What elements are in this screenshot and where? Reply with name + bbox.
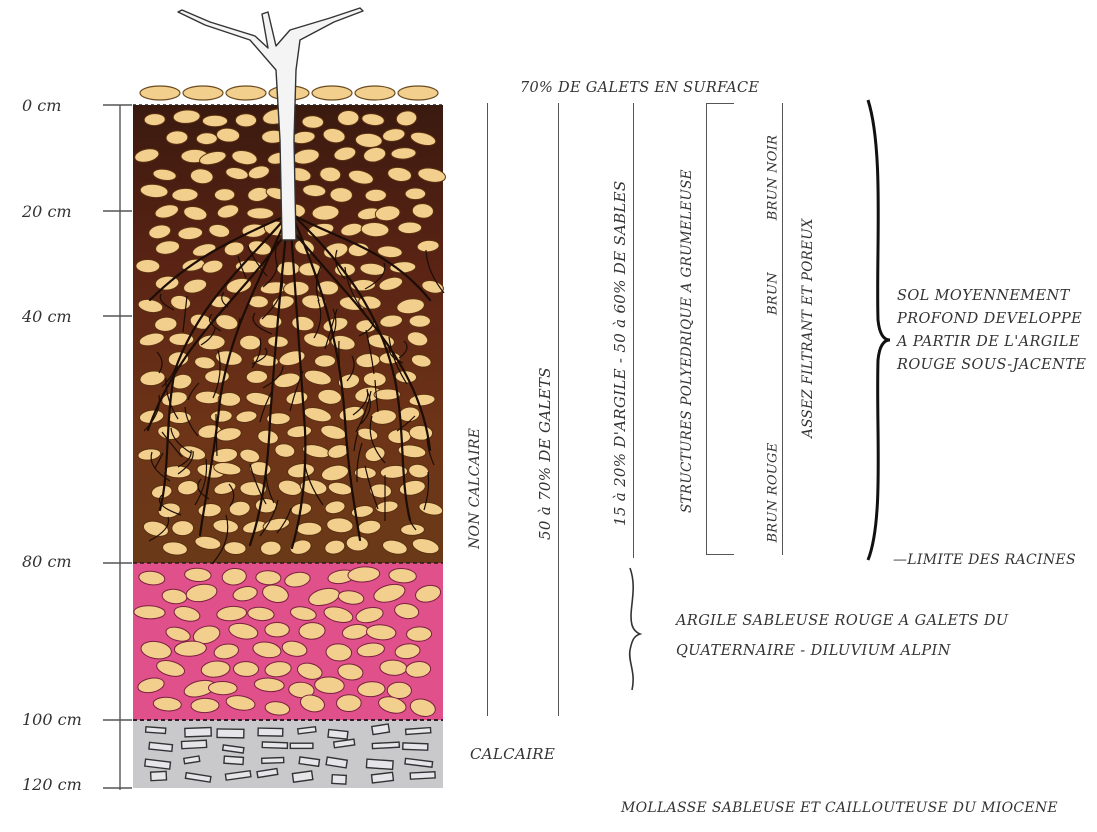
- limestone-block: [151, 771, 167, 780]
- limestone-block: [146, 727, 166, 734]
- pebble: [167, 411, 191, 423]
- limite-racines-label: —LIMITE DES RACINES: [893, 552, 1076, 568]
- pebble: [195, 391, 222, 405]
- label-galets-pct: 50 à 70% DE GALETS: [536, 370, 554, 540]
- pebble: [196, 133, 217, 145]
- limestone-block: [262, 758, 284, 764]
- label-brun: BRUN: [766, 259, 781, 329]
- limestone-block: [372, 724, 390, 735]
- pebble: [239, 335, 260, 350]
- label-brun-rouge: BRUN ROUGE: [766, 438, 781, 548]
- pebble: [406, 626, 431, 641]
- sol-description-line: ROUGE SOUS-JACENTE: [897, 354, 1086, 377]
- pebble: [388, 429, 411, 444]
- tick-couleur-bottom: [706, 554, 734, 555]
- limestone-block: [372, 772, 394, 783]
- pebble: [296, 522, 321, 535]
- calcaire-label: CALCAIRE: [470, 745, 555, 763]
- pebble: [256, 570, 281, 585]
- label-filtrant: ASSEZ FILTRANT ET POREUX: [800, 198, 816, 458]
- pebble: [405, 188, 426, 200]
- depth-label-40: 40 cm: [22, 307, 72, 326]
- pebble: [235, 114, 256, 127]
- sol-brace: [868, 100, 890, 560]
- pebble: [214, 188, 235, 201]
- limestone-block: [332, 775, 346, 784]
- limestone-block: [262, 742, 287, 748]
- surface-pebble: [355, 86, 395, 100]
- depth-label-80: 80 cm: [22, 552, 72, 571]
- depth-label-100: 100 cm: [22, 710, 82, 729]
- limestone-block: [224, 756, 244, 764]
- label-brun-noir: BRUN NOIR: [766, 133, 781, 223]
- sol-description-line: A PARTIR DE L'ARGILE: [897, 331, 1086, 354]
- pebble: [265, 623, 289, 637]
- line-non-calcaire: [487, 103, 488, 716]
- pebble: [314, 355, 335, 368]
- limestone-layer: [133, 720, 443, 788]
- line-couleur: [782, 103, 783, 555]
- sol-description: SOL MOYENNEMENT PROFOND DEVELOPPE A PART…: [897, 285, 1086, 377]
- pebble: [337, 110, 359, 126]
- limestone-block: [185, 727, 211, 736]
- surface-label: 70% DE GALETS EN SURFACE: [520, 80, 759, 96]
- limestone-block: [410, 772, 435, 779]
- pebble: [365, 189, 387, 202]
- limestone-block: [258, 728, 283, 736]
- surface-pebble: [398, 86, 438, 100]
- limestone-block: [328, 730, 348, 740]
- label-non-calcaire: NON CALCAIRE: [467, 439, 483, 549]
- limestone-block: [290, 743, 313, 748]
- sol-description-line: SOL MOYENNEMENT: [897, 285, 1086, 308]
- pebble: [387, 682, 411, 699]
- limestone-block: [406, 728, 431, 735]
- pebble: [398, 222, 422, 234]
- limestone-block: [149, 742, 173, 751]
- pebble: [144, 113, 165, 126]
- pebble: [136, 259, 160, 273]
- argile-description-line: ARGILE SABLEUSE ROUGE A GALETS DU: [676, 606, 1009, 636]
- limestone-block: [372, 742, 399, 748]
- surface-pebble: [140, 86, 180, 100]
- limestone-block: [292, 771, 312, 782]
- depth-label-20: 20 cm: [22, 202, 72, 221]
- pebble: [277, 261, 300, 275]
- limestone-block: [366, 759, 393, 769]
- pebble: [247, 208, 274, 220]
- surface-pebble: [183, 86, 223, 100]
- argile-brace: [630, 568, 640, 690]
- line-structures: [706, 103, 707, 555]
- sol-description-line: PROFOND DEVELOPPE: [897, 308, 1086, 331]
- mollasse-label: MOLLASSE SABLEUSE ET CAILLOUTEUSE DU MIO…: [621, 800, 1058, 816]
- line-galets: [558, 103, 559, 716]
- limestone-block: [217, 729, 244, 738]
- surface-pebble: [312, 86, 352, 100]
- argile-description-line: QUATERNAIRE - DILUVIUM ALPIN: [676, 636, 1009, 666]
- argile-description: ARGILE SABLEUSE ROUGE A GALETS DU QUATER…: [676, 606, 1009, 666]
- depth-label-120: 120 cm: [22, 775, 82, 794]
- pebble: [302, 115, 324, 128]
- pebble: [208, 681, 237, 695]
- tick-couleur-top: [706, 103, 734, 104]
- pebble: [202, 115, 227, 126]
- pebble: [172, 188, 199, 202]
- pebble: [233, 661, 258, 676]
- pebble: [172, 520, 194, 535]
- label-argile-sables: 15 à 20% D'ARGILE - 50 à 60% DE SABLES: [611, 186, 629, 526]
- label-structures: STRUCTURES POLYEDRIQUE A GRUMELEUSE: [679, 223, 695, 513]
- limestone-block: [182, 740, 207, 748]
- line-argile: [633, 103, 634, 558]
- pebble: [409, 315, 430, 327]
- pebble: [336, 694, 361, 711]
- depth-label-0: 0 cm: [22, 96, 61, 115]
- limestone-block: [403, 743, 428, 750]
- pebble: [191, 698, 219, 713]
- surface-pebble: [226, 86, 266, 100]
